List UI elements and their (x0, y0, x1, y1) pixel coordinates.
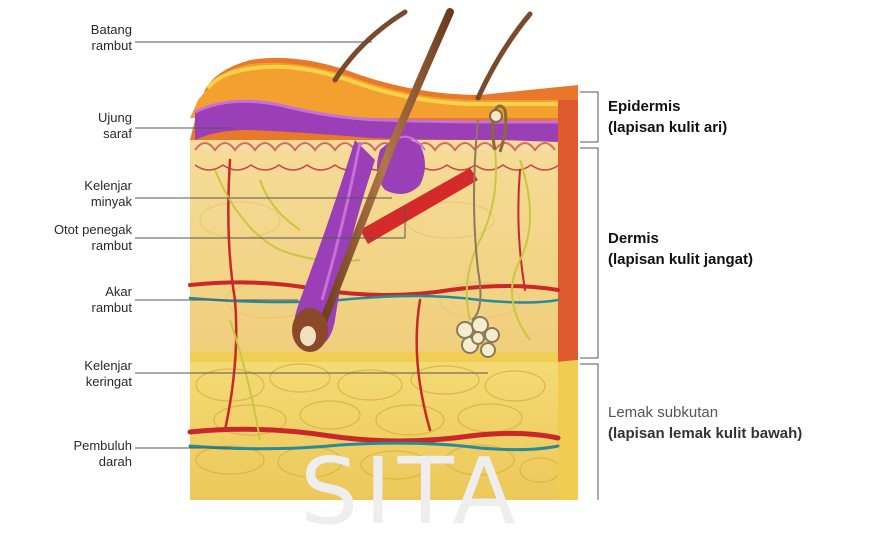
label-kelenjar-minyak: Kelenjar minyak (40, 178, 132, 210)
layer-title: Epidermis (608, 96, 727, 117)
label-line: keringat (40, 374, 132, 390)
label-kelenjar-keringat: Kelenjar keringat (40, 358, 132, 390)
layer-subtitle-bold: bawah) (751, 425, 803, 442)
label-line: Kelenjar (40, 358, 132, 374)
layer-brackets (580, 92, 598, 500)
layer-subtitle: (lapisan kulit ari) (608, 117, 727, 138)
skin-side-edge (558, 85, 578, 500)
watermark: SITA (300, 438, 522, 545)
label-pembuluh-darah: Pembuluh darah (30, 438, 132, 470)
label-line: Ujung (40, 110, 132, 126)
label-line: minyak (40, 194, 132, 210)
label-line: saraf (40, 126, 132, 142)
layer-title: Dermis (608, 228, 753, 249)
label-line: rambut (40, 38, 132, 54)
label-line: rambut (2, 238, 132, 254)
label-line: Akar (40, 284, 132, 300)
layer-subtitle: (lapisan lemak kulit (608, 425, 751, 442)
label-line: rambut (40, 300, 132, 316)
label-line: Pembuluh (30, 438, 132, 454)
label-epidermis: Epidermis (lapisan kulit ari) (608, 96, 727, 138)
label-otot-penegak-rambut: Otot penegak rambut (2, 222, 132, 254)
label-line: Kelenjar (40, 178, 132, 194)
label-lemak-subkutan: Lemak subkutan (lapisan lemak kulit bawa… (608, 402, 802, 444)
label-batang-rambut: Batang rambut (40, 22, 132, 54)
label-akar-rambut: Akar rambut (40, 284, 132, 316)
label-ujung-saraf: Ujung saraf (40, 110, 132, 142)
label-line: Batang (40, 22, 132, 38)
layer-subtitle-wrap: (lapisan lemak kulit bawah) (608, 423, 802, 444)
label-line: Otot penegak (2, 222, 132, 238)
epidermis-layer (190, 58, 578, 142)
label-dermis: Dermis (lapisan kulit jangat) (608, 228, 753, 270)
label-line: darah (30, 454, 132, 470)
dermis-layer (190, 140, 559, 352)
layer-title: Lemak subkutan (608, 402, 802, 423)
layer-subtitle: (lapisan kulit jangat) (608, 249, 753, 270)
